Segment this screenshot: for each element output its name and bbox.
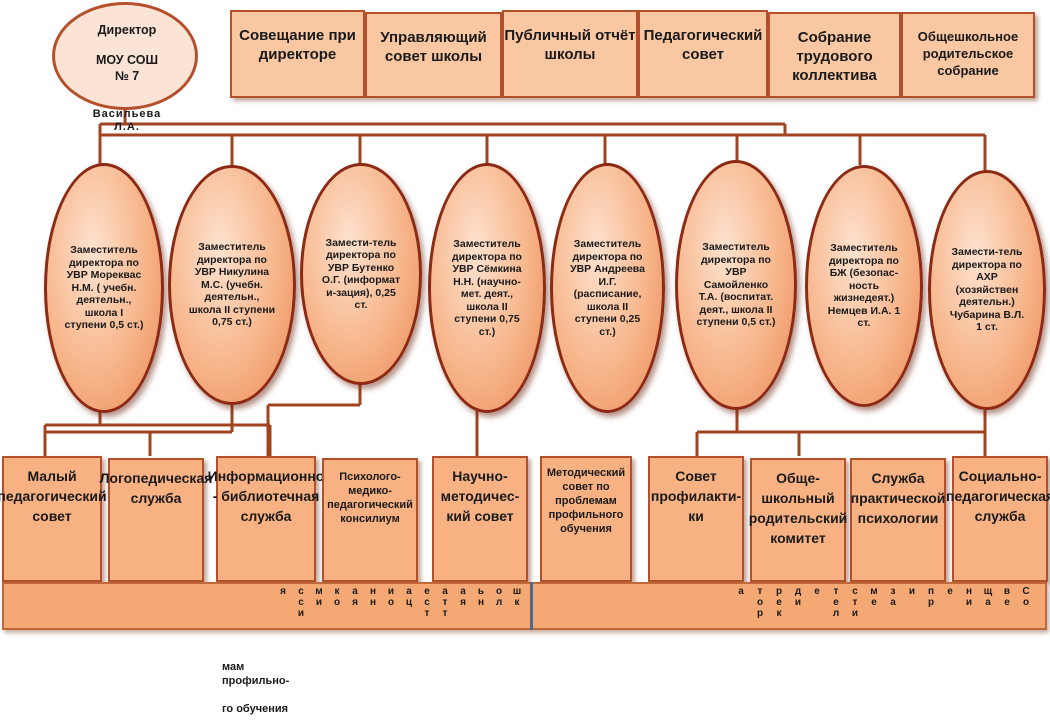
council-label: Общешкольное родительское собрание xyxy=(917,29,1019,78)
service-sci-method: Научно-методичес-кий совет xyxy=(432,456,528,582)
service-label: Социально-педагогическая служба xyxy=(946,468,1050,524)
bar-left-column: о л xyxy=(495,586,503,608)
service-social-ped: Социально-педагогическая служба xyxy=(946,456,1050,582)
bar-left-column: к о xyxy=(333,586,341,608)
service-method-profile: Методический совет по проблемам профильн… xyxy=(540,456,632,582)
service-label: Научно-методичес-кий совет xyxy=(440,468,520,524)
service-label: Методический совет по проблемам профильн… xyxy=(546,467,626,535)
bar-right-column: п р xyxy=(927,586,935,608)
council-pedagogical: Педагогический совет xyxy=(638,10,768,98)
bar-right-column: н и xyxy=(965,586,973,608)
bar-right-column: з а xyxy=(890,586,896,608)
director-org: МОУ СОШ xyxy=(95,53,159,67)
deputy-oval: Замести-тель директора по АХР (хозяйстве… xyxy=(928,170,1046,410)
bottom-bar-separator xyxy=(530,582,533,630)
deputy-oval: Заместитель директора по УВР Сёмкина Н.Н… xyxy=(428,163,546,413)
bar-right-column: д и xyxy=(794,586,802,608)
service-small-ped-council: Малый педагогический совет xyxy=(0,456,107,582)
director-text: Директор МОУ СОШ № 7 xyxy=(82,22,172,84)
bar-right-column: е xyxy=(814,586,820,597)
director-name: Васильева Л.А. xyxy=(92,108,162,133)
deputy-label: Заместитель директора по УВР Самойленко … xyxy=(696,241,776,329)
deputy-label: Заместитель директора по УВР Андреева И.… xyxy=(570,238,645,338)
service-pmpk: Психолого-медико-педагогический консилиу… xyxy=(322,458,418,582)
bar-right-column: щ а xyxy=(983,586,993,608)
bar-left-column: ь н xyxy=(477,586,485,608)
bottom-note: мам профильно- го обучения xyxy=(222,661,290,715)
council-parents: Общешкольное родительское собрание xyxy=(901,12,1035,98)
deputy-label: Замести-тель директора по АХР (хозяйстве… xyxy=(949,246,1025,334)
service-label: Служба практической психологии xyxy=(850,470,946,526)
bar-left-column: а я xyxy=(460,586,466,608)
bar-right-column: р е к xyxy=(775,586,783,619)
bar-right-column: и xyxy=(908,586,916,597)
service-label: Логопедическая служба xyxy=(99,470,213,506)
bottom-bar xyxy=(2,582,1047,630)
council-label: Совещание при директоре xyxy=(239,27,356,63)
service-logoped: Логопедическая служба xyxy=(100,458,212,582)
bar-left-column: я xyxy=(280,586,286,597)
bar-left-column: н н xyxy=(369,586,377,608)
council-label: Управляющий совет школы xyxy=(380,29,487,65)
deputy-oval: Заместитель директора по БЖ (безопас-нос… xyxy=(805,165,923,407)
deputy-label: Заместитель директора по УВР Никулина М.… xyxy=(188,241,276,329)
deputy-oval: Заместитель директора по УВР Никулина М.… xyxy=(168,165,296,405)
bar-right-column: с т и xyxy=(851,586,859,619)
bar-left-column: а т т xyxy=(442,586,448,619)
deputy-oval: Заместитель директора по УВР Андреева И.… xyxy=(550,163,665,413)
bar-left-column: ш к xyxy=(512,586,522,608)
service-prevention: Совет профилакти-ки xyxy=(648,456,744,582)
council-label: Педагогический совет xyxy=(643,27,763,63)
director-title: Директор xyxy=(97,23,157,37)
bar-left-column: и о xyxy=(387,586,395,608)
bar-right-column: С о xyxy=(1022,586,1030,608)
service-label: Психолого-медико-педагогический консилиу… xyxy=(327,471,413,525)
council-labor-collective: Собрание трудового коллектива xyxy=(768,12,901,98)
director-number: № 7 xyxy=(114,69,140,83)
bar-left-column: а я xyxy=(352,586,358,608)
service-library: Информационно - библиотечная служба xyxy=(208,456,324,582)
director-oval xyxy=(52,2,198,110)
deputy-label: Заместитель директора по БЖ (безопас-нос… xyxy=(827,242,901,330)
service-label: Информационно - библиотечная служба xyxy=(207,468,325,524)
council-label: Публичный отчёт школы xyxy=(504,27,636,63)
council-governing: Управляющий совет школы xyxy=(365,12,502,98)
council-public-report: Публичный отчёт школы xyxy=(502,10,638,98)
deputy-oval: Заместитель директора по УВР Мореквас Н.… xyxy=(44,163,164,413)
bar-right-column: в е xyxy=(1003,586,1011,608)
bar-right-column: м е xyxy=(870,586,878,608)
council-label: Собрание трудового коллектива xyxy=(792,29,877,84)
service-psychology: Служба практической психологии xyxy=(850,458,946,582)
service-label: Малый педагогический совет xyxy=(0,468,107,524)
bar-right-column: т е л xyxy=(832,586,840,619)
service-label: Совет профилакти-ки xyxy=(650,468,742,524)
bar-right-column: а xyxy=(738,586,744,597)
deputy-oval: Замести-тель директора по УВР Бутенко О.… xyxy=(300,163,422,385)
bar-left-column: м и xyxy=(315,586,323,608)
bar-right-column: е xyxy=(947,586,953,597)
deputy-label: Заместитель директора по УВР Сёмкина Н.Н… xyxy=(452,238,522,338)
council-meeting: Совещание при директоре xyxy=(230,10,365,98)
service-label: Обще-школьный родительский комитет xyxy=(748,470,848,546)
deputy-label: Заместитель директора по УВР Мореквас Н.… xyxy=(64,244,144,332)
bar-right-column: т о р xyxy=(756,586,764,619)
bar-left-column: е с т xyxy=(424,586,430,619)
deputy-oval: Заместитель директора по УВР Самойленко … xyxy=(675,160,797,410)
deputy-label: Замести-тель директора по УВР Бутенко О.… xyxy=(321,236,401,312)
bar-left-column: с с и xyxy=(297,586,305,619)
bar-left-column: а ц xyxy=(405,586,413,608)
service-parents-committee: Обще-школьный родительский комитет xyxy=(748,458,848,582)
